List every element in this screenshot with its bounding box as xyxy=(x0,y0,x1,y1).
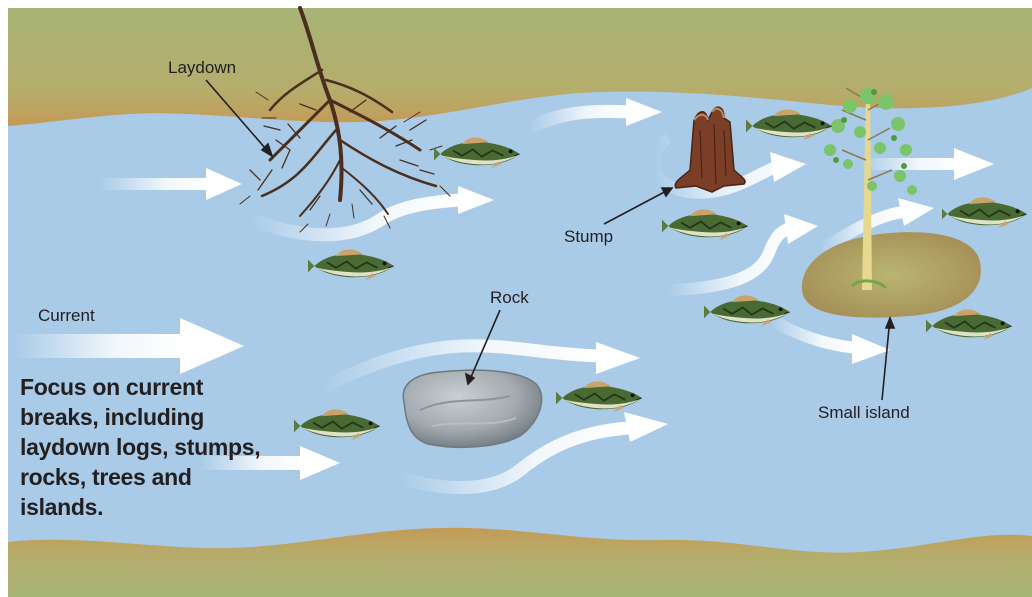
small-island-label: Small island xyxy=(818,403,910,423)
stump-label: Stump xyxy=(564,227,613,247)
laydown-label: Laydown xyxy=(168,58,236,78)
rock-icon xyxy=(403,370,541,447)
caption-text: Focus on current breaks, including laydo… xyxy=(20,372,280,522)
current-label: Current xyxy=(38,306,95,326)
rock-label: Rock xyxy=(490,288,529,308)
